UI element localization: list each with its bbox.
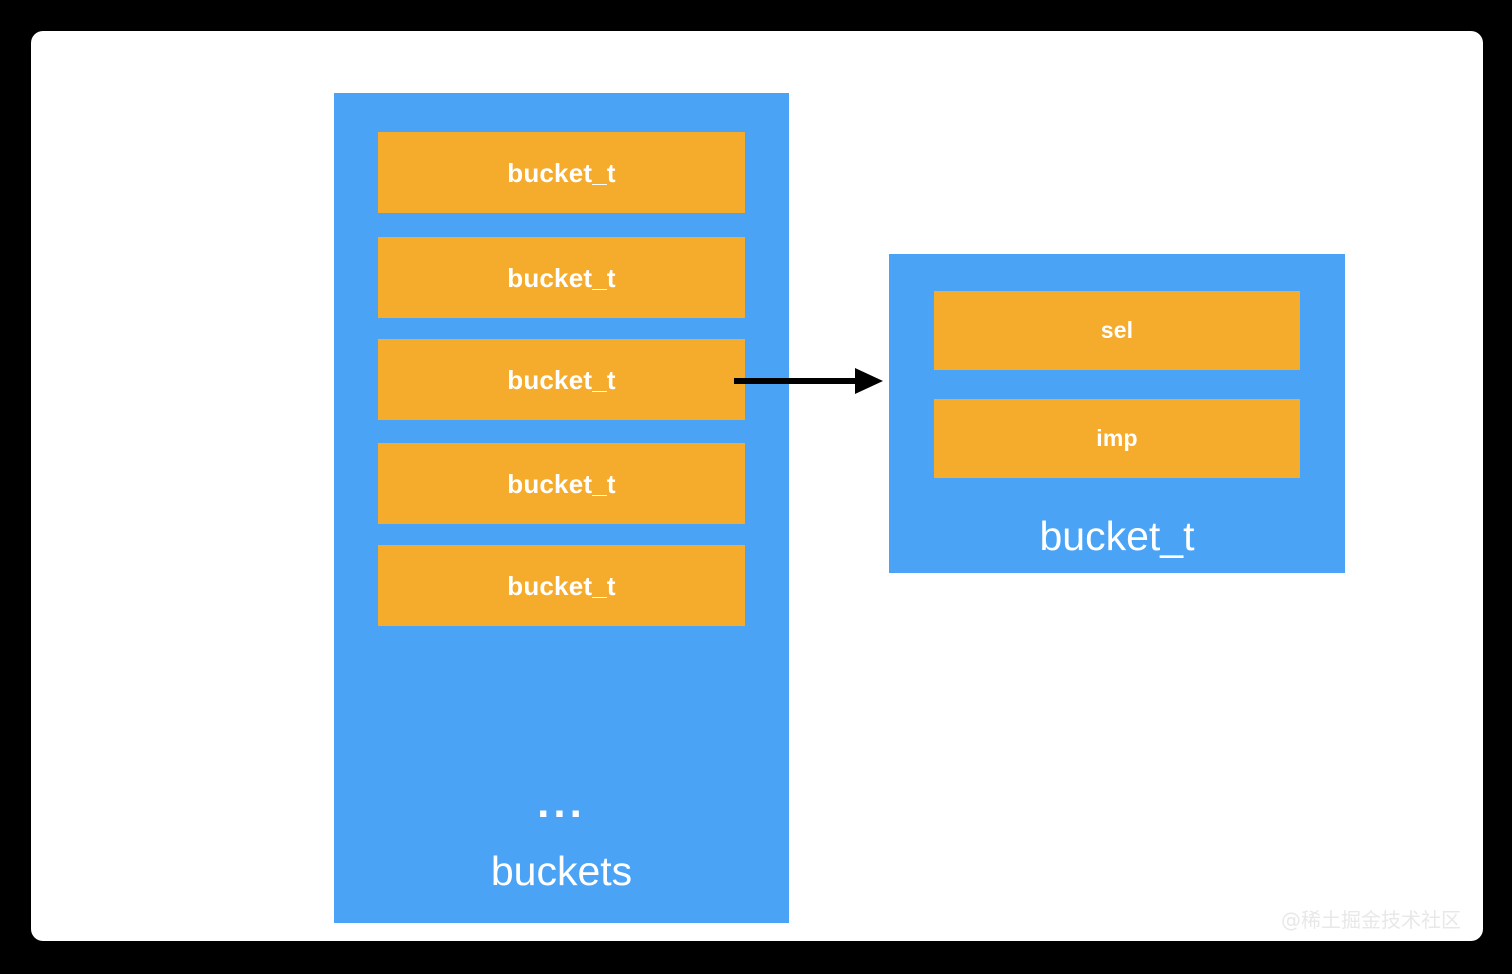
buckets-array-container: bucket_t bucket_t bucket_t bucket_t buck… (334, 93, 789, 923)
bucket-row-4-label: bucket_t (507, 570, 616, 601)
bucket-detail-row-imp[interactable]: imp (934, 399, 1300, 478)
diagram-canvas: bucket_t bucket_t bucket_t bucket_t buck… (31, 31, 1483, 941)
bucket-detail-row-imp-label: imp (1096, 425, 1138, 451)
bucket-row-4[interactable]: bucket_t (378, 545, 745, 626)
arrow-right-icon (734, 368, 883, 394)
bucket-t-detail-container: sel imp bucket_t (889, 254, 1345, 573)
bucket-row-0[interactable]: bucket_t (378, 132, 745, 213)
bucket-row-3[interactable]: bucket_t (378, 443, 745, 524)
bucket-detail-caption: bucket_t (1039, 513, 1195, 559)
bucket-row-0-label: bucket_t (507, 157, 616, 188)
buckets-container-caption: buckets (490, 848, 633, 894)
bucket-detail-row-sel[interactable]: sel (934, 291, 1300, 370)
watermark: @稀土掘金技术社区 (1281, 908, 1461, 932)
bucket-row-2-label: bucket_t (507, 364, 616, 395)
ellipsis-indicator: ... (537, 778, 586, 827)
bucket-row-3-label: bucket_t (507, 468, 616, 499)
bucket-detail-row-sel-label: sel (1100, 317, 1134, 343)
bucket-row-1-label: bucket_t (507, 262, 616, 293)
bucket-row-2[interactable]: bucket_t (378, 339, 745, 420)
bucket-row-1[interactable]: bucket_t (378, 237, 745, 318)
